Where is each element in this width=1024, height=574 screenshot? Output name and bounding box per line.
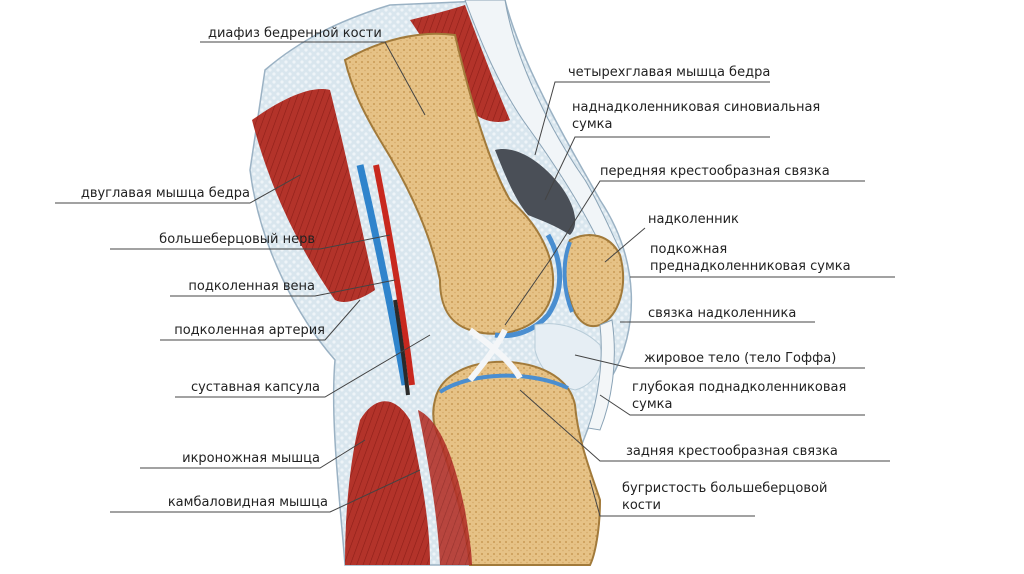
label-prepatellar-bursa-line1: подкожная xyxy=(650,241,851,258)
label-popliteal-vein: подколенная вена xyxy=(170,278,315,295)
label-infrapatellar-bursa-line2: сумка xyxy=(632,396,846,413)
label-pcl: задняя крестообразная связка xyxy=(626,443,838,460)
label-quadriceps: четырехглавая мышца бедра xyxy=(568,64,770,81)
label-tibial-tuberosity-line2: кости xyxy=(622,497,827,514)
label-prepatellar-bursa-line2: преднадколенниковая сумка xyxy=(650,258,851,275)
label-patella: надколенник xyxy=(648,211,739,228)
label-femur-shaft: диафиз бедренной кости xyxy=(208,25,382,42)
label-patellar-ligament: связка надколенника xyxy=(648,305,796,322)
label-suprapatellar-bursa-line1: наднадколенниковая синовиальная xyxy=(572,99,820,116)
label-suprapatellar-bursa-line2: сумка xyxy=(572,116,820,133)
label-infrapatellar-bursa: глубокая поднадколенниковая сумка xyxy=(632,379,846,413)
label-acl: передняя крестообразная связка xyxy=(600,163,830,180)
label-prepatellar-bursa: подкожная преднадколенниковая сумка xyxy=(650,241,851,275)
label-gastrocnemius: икроножная мышца xyxy=(140,450,320,467)
label-joint-capsule: суставная капсула xyxy=(170,379,320,396)
label-suprapatellar-bursa: наднадколенниковая синовиальная сумка xyxy=(572,99,820,133)
label-infrapatellar-bursa-line1: глубокая поднадколенниковая xyxy=(632,379,846,396)
label-tibial-tuberosity: бугристость большеберцовой кости xyxy=(622,480,827,514)
label-tibial-nerve: большеберцовый нерв xyxy=(110,231,315,248)
label-hoffa-fat-pad: жировое тело (тело Гоффа) xyxy=(644,350,836,367)
label-biceps-femoris: двуглавая мышца бедра xyxy=(60,185,250,202)
label-tibial-tuberosity-line1: бугристость большеберцовой xyxy=(622,480,827,497)
label-popliteal-artery: подколенная артерия xyxy=(160,322,325,339)
label-soleus: камбаловидная мышца xyxy=(110,494,328,511)
